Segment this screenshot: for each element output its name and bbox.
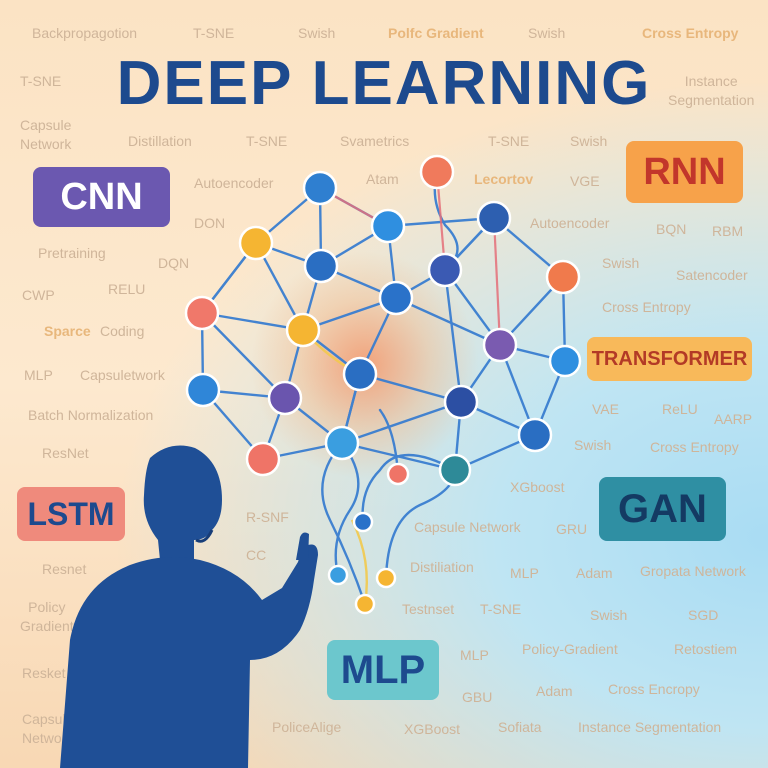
term: ReLU (662, 401, 698, 417)
term: MLP (510, 565, 539, 581)
term: Distiliation (410, 559, 474, 575)
term: Retostiem (674, 641, 738, 657)
term: Swish (602, 255, 640, 271)
term: Capsule Network (22, 711, 74, 746)
term: R-SNF (246, 509, 289, 525)
term: Lecortov (474, 171, 534, 187)
term: Resnet (42, 561, 87, 577)
term: SGD (688, 607, 719, 623)
term: CC (246, 547, 267, 563)
term: Polfc Gradient (388, 25, 484, 41)
transformer-badge: TRANSFORMER (587, 337, 752, 381)
term: Satencoder (676, 267, 748, 283)
page-title: DEEP LEARNING (116, 49, 652, 118)
term: Coding (100, 323, 145, 339)
term: Pretraining (38, 245, 106, 261)
term: PoliceAlige (272, 719, 342, 735)
mlp-badge: MLP (327, 640, 439, 700)
term: DQN (158, 255, 190, 271)
term: Instance Segmentation (668, 73, 755, 108)
term: Distillation (128, 133, 192, 149)
term: Batch Normalization (28, 407, 154, 423)
term: T-SNE (488, 133, 530, 149)
term: GBU (462, 689, 493, 705)
term: XGboost (510, 479, 565, 495)
term: T-SNE (20, 73, 62, 89)
term: Adam (576, 565, 613, 581)
term: Svametrics (340, 133, 410, 149)
term: RBM (712, 223, 744, 239)
rnn-badge: RNN (626, 141, 743, 203)
term: Gropata Network (640, 563, 746, 579)
term: Testnset (402, 601, 455, 617)
lstm-badge: LSTM (17, 487, 125, 541)
term: Cross Entropy (650, 439, 739, 455)
term: Atam (366, 171, 399, 187)
term: Capsule Network (20, 117, 72, 152)
term: VGE (570, 173, 600, 189)
term: Resket (22, 665, 66, 681)
term: MLP (460, 647, 489, 663)
term: Capsule Network (414, 519, 521, 535)
term: Swish (570, 133, 608, 149)
term: Instance Segmentation (578, 719, 722, 735)
term: Policy Gradient (20, 599, 74, 634)
term: Adam (536, 683, 573, 699)
term: Sofiata (498, 719, 542, 735)
term: ResNet (42, 445, 89, 461)
term: Swish (590, 607, 628, 623)
term: VAE (592, 401, 619, 417)
term: Swish (574, 437, 612, 453)
term: Sparce (44, 323, 91, 339)
term: Policy-Gradient (522, 641, 618, 657)
term: Swish (298, 25, 336, 41)
term: BQN (656, 221, 687, 237)
gan-badge: GAN (599, 477, 726, 541)
term: Cross Entropy (602, 299, 691, 315)
term: Cross Encropy (608, 681, 700, 697)
term: Cross Entropy (642, 25, 739, 41)
term: Autoencoder (530, 215, 610, 231)
term: Capsuletwork (80, 367, 165, 383)
term: MLP (24, 367, 53, 383)
term: Swish (528, 25, 566, 41)
term: XGBoost (404, 721, 461, 737)
term: T-SNE (246, 133, 288, 149)
term: DON (194, 215, 226, 231)
cnn-badge: CNN (33, 167, 170, 227)
term: AARP (714, 411, 753, 427)
term: RELU (108, 281, 146, 297)
term: Backpropagotion (32, 25, 138, 41)
term: CWP (22, 287, 55, 303)
term: Autoencoder (194, 175, 274, 191)
term: GRU (556, 521, 588, 537)
term: T-SNE (480, 601, 522, 617)
term: T-SNE (193, 25, 235, 41)
